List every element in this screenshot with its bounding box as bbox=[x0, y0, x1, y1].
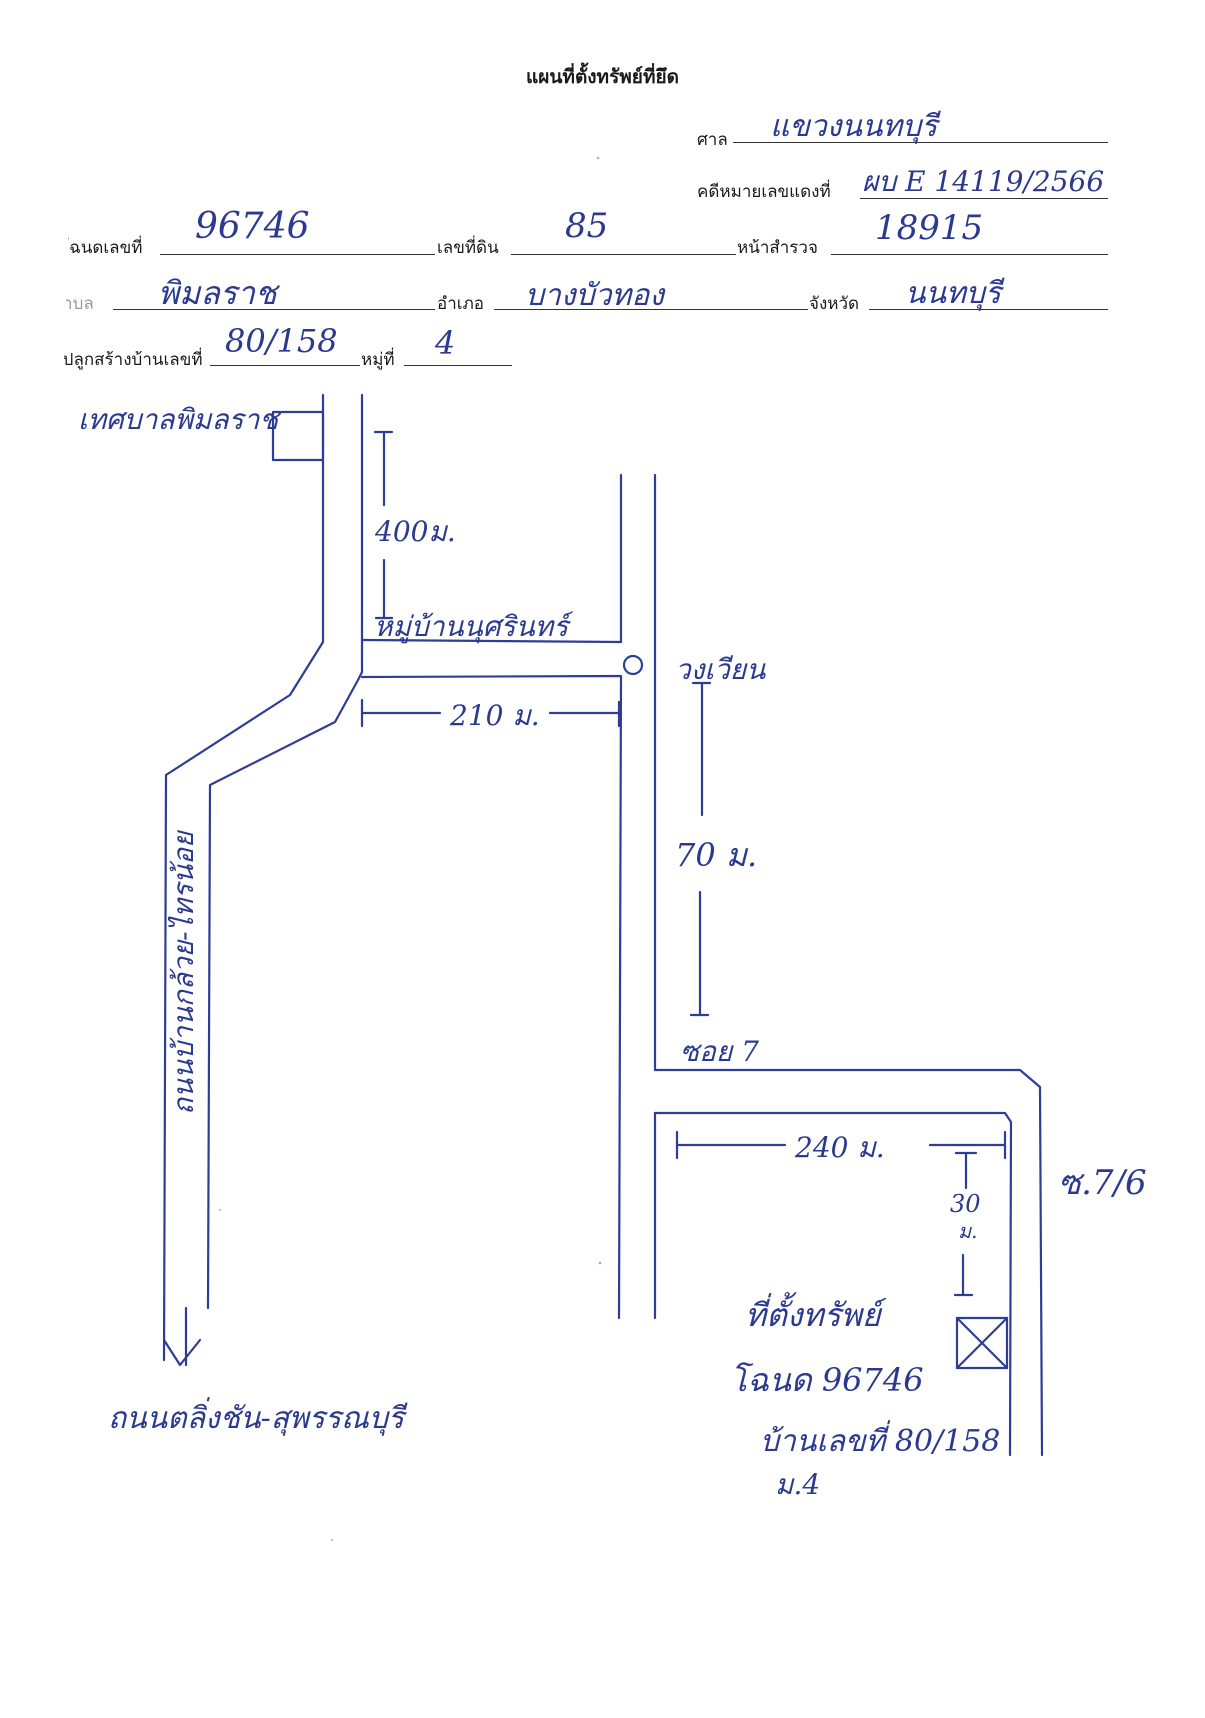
municipality-label: เทศบาลพิมลราช bbox=[78, 403, 279, 436]
dimension-30-number: 30 bbox=[950, 1190, 981, 1218]
province-underline bbox=[869, 309, 1108, 310]
dimension-240-label: 240 ม. bbox=[795, 1131, 885, 1164]
house-number-value: 80/158 bbox=[225, 322, 338, 360]
survey-page-underline bbox=[831, 254, 1108, 255]
direction-arrow-icon bbox=[162, 1306, 202, 1367]
case-number-label: คดีหมายเลขแดงที่ bbox=[697, 182, 831, 202]
soi-sub-label: ซ.7/6 bbox=[1058, 1163, 1147, 1203]
dimension-210-line-right bbox=[548, 700, 621, 728]
deed-number-value: 96746 bbox=[195, 206, 310, 247]
house-number-underline bbox=[210, 365, 360, 366]
district-value: บางบัวทอง bbox=[525, 278, 664, 313]
village-road-top-edge bbox=[360, 473, 623, 644]
district-underline bbox=[494, 309, 808, 310]
land-number-value: 85 bbox=[565, 206, 609, 246]
case-number-value: ผบ E 14119/2566 bbox=[862, 165, 1105, 198]
left-road-inner-edge bbox=[206, 393, 364, 1310]
province-label: จังหวัด bbox=[809, 294, 860, 314]
house-number-label: สิ่งปลูกสร้างบ้านเลขที่ bbox=[44, 350, 203, 370]
municipality-building bbox=[271, 410, 325, 462]
left-road-label: ถนนบ้านกล้วย-ไทรน้อย bbox=[167, 831, 200, 1115]
dimension-240-line-right bbox=[928, 1130, 1007, 1160]
moo-underline bbox=[404, 365, 512, 366]
case-number-underline bbox=[860, 198, 1108, 199]
dimension-400-label: 400ม. bbox=[375, 515, 456, 548]
deed-number-label: โฉนดเลขที่ bbox=[60, 238, 143, 258]
court-label: ศาล bbox=[697, 130, 728, 150]
court-value: แขวงนนทบุรี bbox=[770, 109, 938, 144]
survey-page-value: 18915 bbox=[875, 208, 984, 248]
property-marker-cross bbox=[955, 1316, 1009, 1370]
dimension-210-label: 210 ม. bbox=[450, 699, 540, 732]
left-road-outer-edge bbox=[162, 393, 325, 1362]
deed-number-underline bbox=[160, 254, 435, 255]
bottom-road-label: ถนนตลิ่งชัน-สุพรรณบุรี bbox=[108, 1401, 405, 1436]
roundabout-label: วงเวียน bbox=[675, 653, 766, 686]
property-house-label: บ้านเลขที่ 80/158 bbox=[760, 1424, 1001, 1459]
survey-page-label: หน้าสำรวจ bbox=[737, 238, 818, 258]
village-road-bottom-edge bbox=[360, 674, 623, 1320]
land-number-label: เลขที่ดิน bbox=[437, 238, 499, 258]
property-moo-label: ม.4 bbox=[775, 1468, 821, 1501]
land-number-underline bbox=[511, 254, 736, 255]
dimension-30-unit: ม. bbox=[958, 1219, 978, 1243]
district-label: อำเภอ bbox=[437, 294, 484, 314]
dimension-70-line-bottom bbox=[689, 890, 710, 1017]
subdistrict-label: ตำบล bbox=[52, 294, 94, 314]
dimension-240-line-left bbox=[675, 1130, 787, 1160]
dimension-70-line-top bbox=[691, 681, 712, 817]
property-title-label: ที่ตั้งทรัพย์ bbox=[745, 1296, 881, 1334]
soi-inner-edge bbox=[653, 1111, 1013, 1457]
property-deed-label: โฉนด 96746 bbox=[730, 1361, 924, 1399]
province-value: นนทบุรี bbox=[905, 276, 1001, 311]
main-road-right-edge bbox=[653, 473, 1044, 1457]
subdistrict-underline bbox=[113, 309, 435, 310]
moo-label: หมู่ที่ bbox=[361, 350, 395, 370]
property-marker bbox=[955, 1316, 1009, 1370]
subdistrict-value: พิมลราช bbox=[158, 274, 277, 312]
dimension-30-line-top bbox=[954, 1151, 978, 1190]
moo-value: 4 bbox=[435, 324, 456, 362]
dimension-210-line-left bbox=[360, 698, 442, 728]
village-label: หมู่บ้านนุศรินทร์ bbox=[374, 610, 569, 643]
dimension-400-line-top bbox=[373, 430, 394, 507]
dimension-30-line-bottom bbox=[953, 1253, 974, 1297]
soi-label: ซอย 7 bbox=[680, 1035, 759, 1068]
court-underline bbox=[733, 142, 1108, 143]
roundabout-mark bbox=[622, 654, 644, 676]
dimension-400-line-bottom bbox=[374, 558, 394, 620]
dimension-70-label: 70 ม. bbox=[675, 836, 758, 874]
page-title: แผนที่ตั้งทรัพย์ที่ยึด bbox=[526, 66, 679, 88]
